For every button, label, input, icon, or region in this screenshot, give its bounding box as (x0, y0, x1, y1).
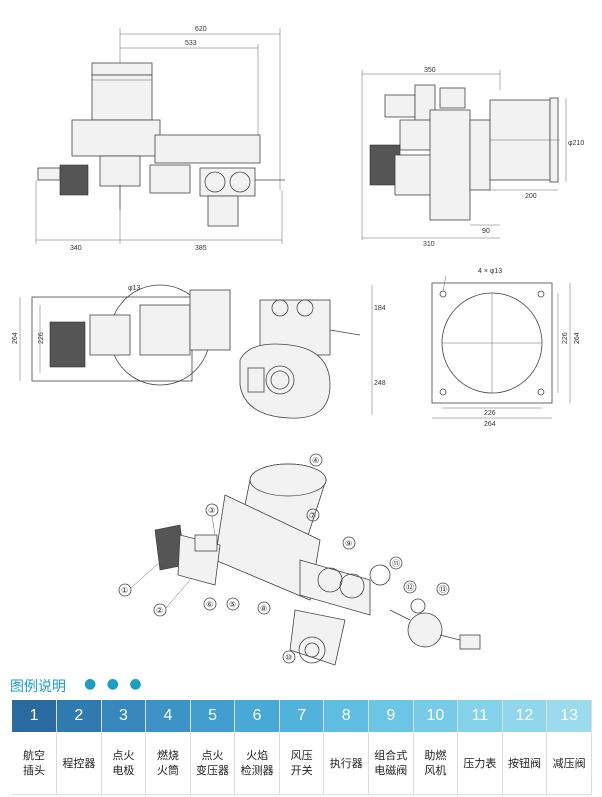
legend-name-4: 燃烧火筒 (145, 732, 191, 795)
callout-6: ⑥ (206, 600, 213, 609)
legend-name-13: 减压阀 (546, 732, 592, 795)
flange-view: 4 × φ13 226 264 226 264 (431, 268, 581, 428)
callout-4: ④ (312, 456, 319, 465)
legend-name-2: 程控器 (56, 732, 102, 795)
callout-3: ③ (208, 506, 215, 515)
legend-name-9: 组合式电磁阀 (368, 732, 414, 795)
callout-11: ⑪ (392, 559, 400, 568)
dim-385: 385 (195, 245, 207, 252)
dim-200: 200 (525, 193, 537, 200)
dim-184: 184 (374, 305, 386, 312)
dim-248: 248 (374, 380, 386, 387)
dim-533: 533 (185, 40, 197, 47)
dim-340: 340 (70, 245, 82, 252)
dim-620: 620 (195, 26, 207, 33)
dim-264-top: 264 (12, 332, 19, 344)
legend-title: 图例说明 (10, 679, 66, 695)
callout-12: ⑫ (406, 583, 414, 592)
callout-10: ⑩ (285, 653, 292, 662)
legend-number-4: 4 (145, 700, 191, 732)
legend-number-9: 9 (368, 700, 414, 732)
legend-name-5: 点火变压器 (190, 732, 236, 795)
legend-number-6: 6 (234, 700, 280, 732)
top-view: φ13 264 226 184 248 (12, 284, 386, 419)
callout-9: ⑨ (345, 539, 352, 548)
legend-name-12: 按钮阀 (502, 732, 548, 795)
legend-number-10: 10 (413, 700, 459, 732)
legend-number-13: 13 (546, 700, 592, 732)
dim-226-flange-h: 226 (484, 410, 496, 417)
dim-phi210: φ210 (568, 140, 584, 147)
legend-name-1: 航空插头 (12, 732, 58, 795)
dim-350: 350 (424, 67, 436, 74)
callout-1: ① (121, 586, 128, 595)
legend-number-8: 8 (323, 700, 369, 732)
legend-number-7: 7 (279, 700, 325, 732)
callout-8: ⑧ (260, 604, 267, 613)
callout-5: ⑤ (229, 600, 236, 609)
callout-7: ⑦ (309, 511, 316, 520)
dim-310: 310 (423, 241, 435, 248)
legend-name-row: 航空插头程控器点火电极燃烧火筒点火变压器火焰检测器风压开关执行器组合式电磁阀助燃… (12, 732, 592, 795)
legend-number-2: 2 (56, 700, 102, 732)
legend-name-10: 助燃风机 (413, 732, 459, 795)
legend-number-3: 3 (101, 700, 147, 732)
legend-number-5: 5 (190, 700, 236, 732)
dim-226-flange-v: 226 (562, 332, 569, 344)
dim-264-flange-h: 264 (484, 421, 496, 428)
dim-90: 90 (482, 228, 490, 235)
legend-name-7: 风压开关 (279, 732, 325, 795)
legend-name-6: 火焰检测器 (234, 732, 280, 795)
legend-name-3: 点火电极 (101, 732, 147, 795)
dim-phi13-top: φ13 (128, 285, 140, 292)
dim-226-top: 226 (38, 332, 45, 344)
legend-number-1: 1 (12, 700, 58, 732)
legend-dots: ● ● ● (84, 676, 145, 692)
end-view: 350 φ210 200 90 310 (361, 67, 584, 248)
callout-2: ② (156, 606, 163, 615)
dim-4xphi13: 4 × φ13 (478, 268, 502, 275)
legend-number-12: 12 (502, 700, 548, 732)
technical-drawings: 620 533 340 385 350 (12, 26, 584, 666)
callout-13: ⑬ (439, 585, 447, 594)
dim-264-flange-v: 264 (574, 332, 581, 344)
legend-name-8: 执行器 (323, 732, 369, 795)
side-view: 620 533 340 385 (35, 26, 285, 252)
legend-number-11: 11 (457, 700, 503, 732)
isometric-view: ① ② ③ ④ ⑤ ⑥ ⑦ ⑧ ⑨ ⑪ ⑫ ⑬ ⑩ (118, 453, 481, 666)
legend-name-11: 压力表 (457, 732, 503, 795)
